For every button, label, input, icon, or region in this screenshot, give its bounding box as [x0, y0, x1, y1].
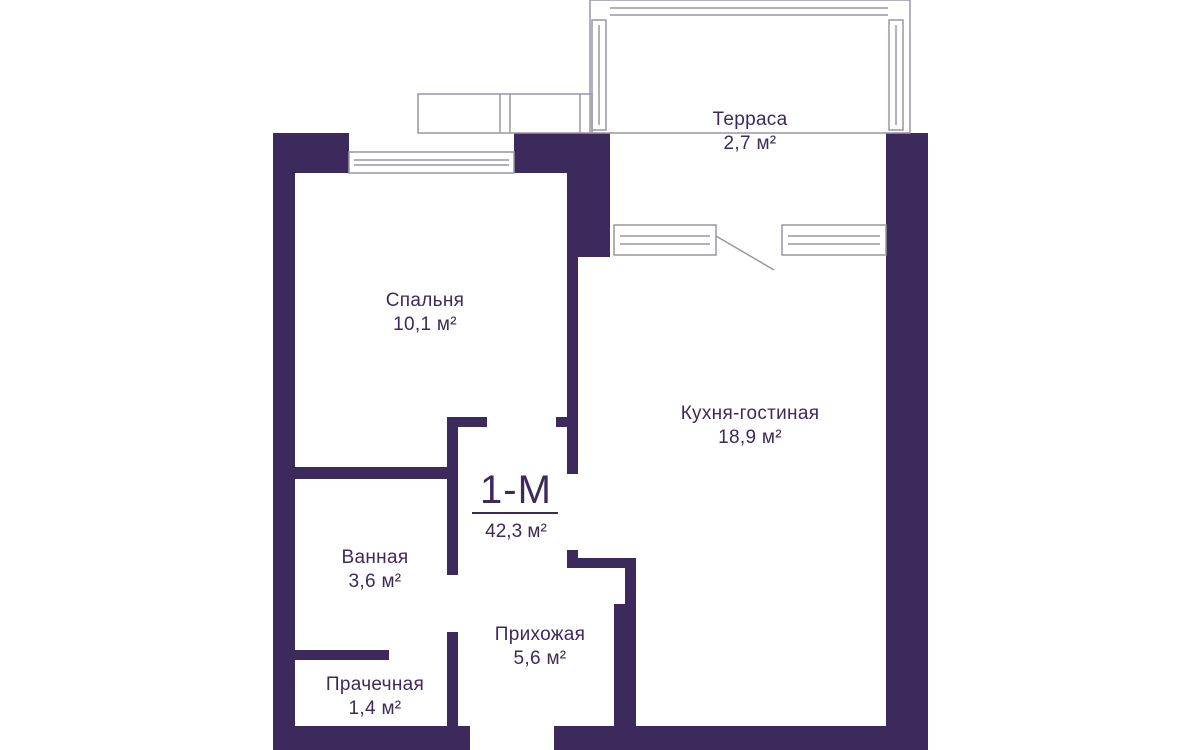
laundry-hall-wall — [447, 632, 458, 726]
terrace-frame — [589, 0, 911, 134]
unit-code: 1-М — [480, 468, 552, 512]
room-name: Терраса — [712, 109, 788, 130]
room-name: Прихожая — [494, 624, 586, 645]
hall-kitchen-wall-4 — [614, 604, 636, 750]
room-bathroom: Ванная 3,6 м² — [305, 546, 445, 594]
outer-wall-left — [273, 133, 295, 750]
room-area: 10,1 м² — [393, 314, 457, 335]
bedroom-kitchen-wall-3 — [567, 427, 578, 474]
room-hallway: Прихожая 5,6 м² — [470, 623, 610, 671]
walls — [273, 133, 928, 750]
room-area: 1,4 м² — [348, 698, 402, 719]
room-laundry: Прачечная 1,4 м² — [300, 673, 450, 721]
bath-partition — [447, 417, 458, 575]
room-bedroom: Спальня 10,1 м² — [355, 289, 495, 337]
bath-partition-top — [447, 417, 487, 427]
door-swing — [715, 235, 775, 271]
terrace-door-left — [613, 224, 717, 256]
room-name: Кухня-гостиная — [680, 403, 820, 424]
door-jamb — [556, 417, 578, 427]
hall-kitchen-wall-3 — [625, 558, 636, 608]
room-kitchen: Кухня-гостиная 18,9 м² — [650, 402, 850, 450]
unit-total-area: 42,3 м² — [485, 521, 547, 542]
room-area: 2,7 м² — [723, 133, 777, 154]
bottom-wall-left — [273, 726, 470, 750]
windows — [348, 0, 911, 271]
balcony-railing — [417, 93, 593, 134]
terrace-door-right — [781, 224, 887, 256]
room-area: 18,9 м² — [718, 427, 782, 448]
room-area: 3,6 м² — [348, 571, 402, 592]
hall-kitchen-wall-2 — [567, 558, 635, 568]
bedroom-bath-wall — [295, 467, 451, 479]
room-name: Ванная — [341, 547, 409, 568]
bottom-wall-right — [554, 726, 928, 750]
laundry-wall — [295, 650, 389, 660]
bedroom-kitchen-wall-2 — [567, 257, 578, 427]
room-terrace: Терраса 2,7 м² — [680, 108, 820, 156]
room-name: Прачечная — [325, 674, 425, 695]
unit-divider — [472, 512, 558, 514]
bedroom-window — [348, 151, 515, 174]
outer-wall-right — [886, 133, 928, 750]
room-name: Спальня — [385, 290, 465, 311]
corner-top-left — [273, 133, 349, 173]
bedroom-kitchen-wall — [567, 133, 610, 257]
room-area: 5,6 м² — [513, 648, 567, 669]
